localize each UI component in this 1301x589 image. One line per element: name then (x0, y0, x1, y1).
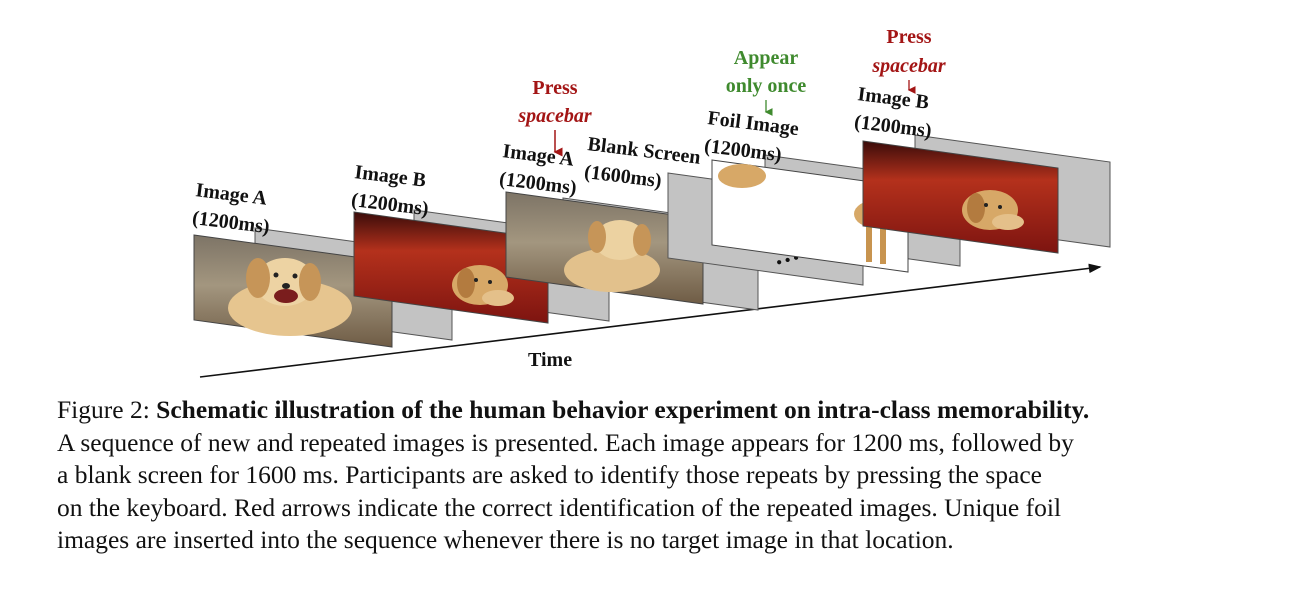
figure-caption: Figure 2: Schematic illustration of the … (57, 394, 1257, 557)
svg-text:spacebar: spacebar (517, 105, 592, 127)
dog-photo-image-a-2 (505, 191, 704, 305)
dog-photo-image-a-1 (193, 234, 393, 348)
svg-text:Image A: Image A (501, 140, 575, 171)
svg-text:Image B: Image B (856, 83, 930, 114)
svg-text:spacebar: spacebar (871, 55, 946, 77)
time-axis-arrow (199, 263, 1102, 378)
press-spacebar-annotation-2: Press spacebar (871, 26, 946, 94)
caption-title-line: Figure 2: Schematic illustration of the … (57, 394, 1257, 427)
svg-text:(1600ms): (1600ms) (583, 161, 663, 192)
caption-line-4: images are inserted into the sequence wh… (57, 525, 954, 554)
svg-text:only once: only once (726, 75, 807, 97)
label-image-b-1: Image B (1200ms) (350, 161, 430, 220)
figure-number: Figure 2: (57, 395, 157, 424)
caption-line-3: on the keyboard. Red arrows indicate the… (57, 492, 1062, 522)
time-label: Time (528, 349, 572, 371)
frame-group-image-b-2 (862, 134, 1111, 254)
svg-text:Press: Press (532, 77, 577, 99)
svg-text:Press: Press (886, 26, 931, 48)
svg-text:Appear: Appear (734, 47, 799, 69)
dog-photo-image-b-1 (353, 211, 549, 324)
frame-group-image-a-2 (505, 191, 759, 311)
label-image-b-2: Image B (1200ms) (853, 83, 933, 142)
caption-line-2: a blank screen for 1600 ms. Participants… (57, 460, 1042, 489)
caption-line-1: A sequence of new and repeated images is… (57, 427, 1074, 457)
label-image-a-2: Image A (1200ms) (498, 140, 578, 199)
press-spacebar-annotation-1: Press spacebar (517, 77, 592, 157)
label-image-a-1: Image A (1200ms) (191, 179, 271, 238)
svg-text:(1200ms): (1200ms) (191, 207, 271, 238)
appear-only-once-annotation: Appear only once (726, 47, 807, 116)
experiment-schematic: Time (191, 26, 1111, 378)
svg-text:Image A: Image A (194, 179, 268, 210)
dog-photo-image-b-2 (862, 140, 1059, 254)
svg-text:(1200ms): (1200ms) (853, 111, 933, 142)
svg-text:Foil Image: Foil Image (706, 107, 800, 140)
caption-title: Schematic illustration of the human beha… (156, 395, 1090, 424)
svg-text:Image B: Image B (353, 161, 427, 192)
